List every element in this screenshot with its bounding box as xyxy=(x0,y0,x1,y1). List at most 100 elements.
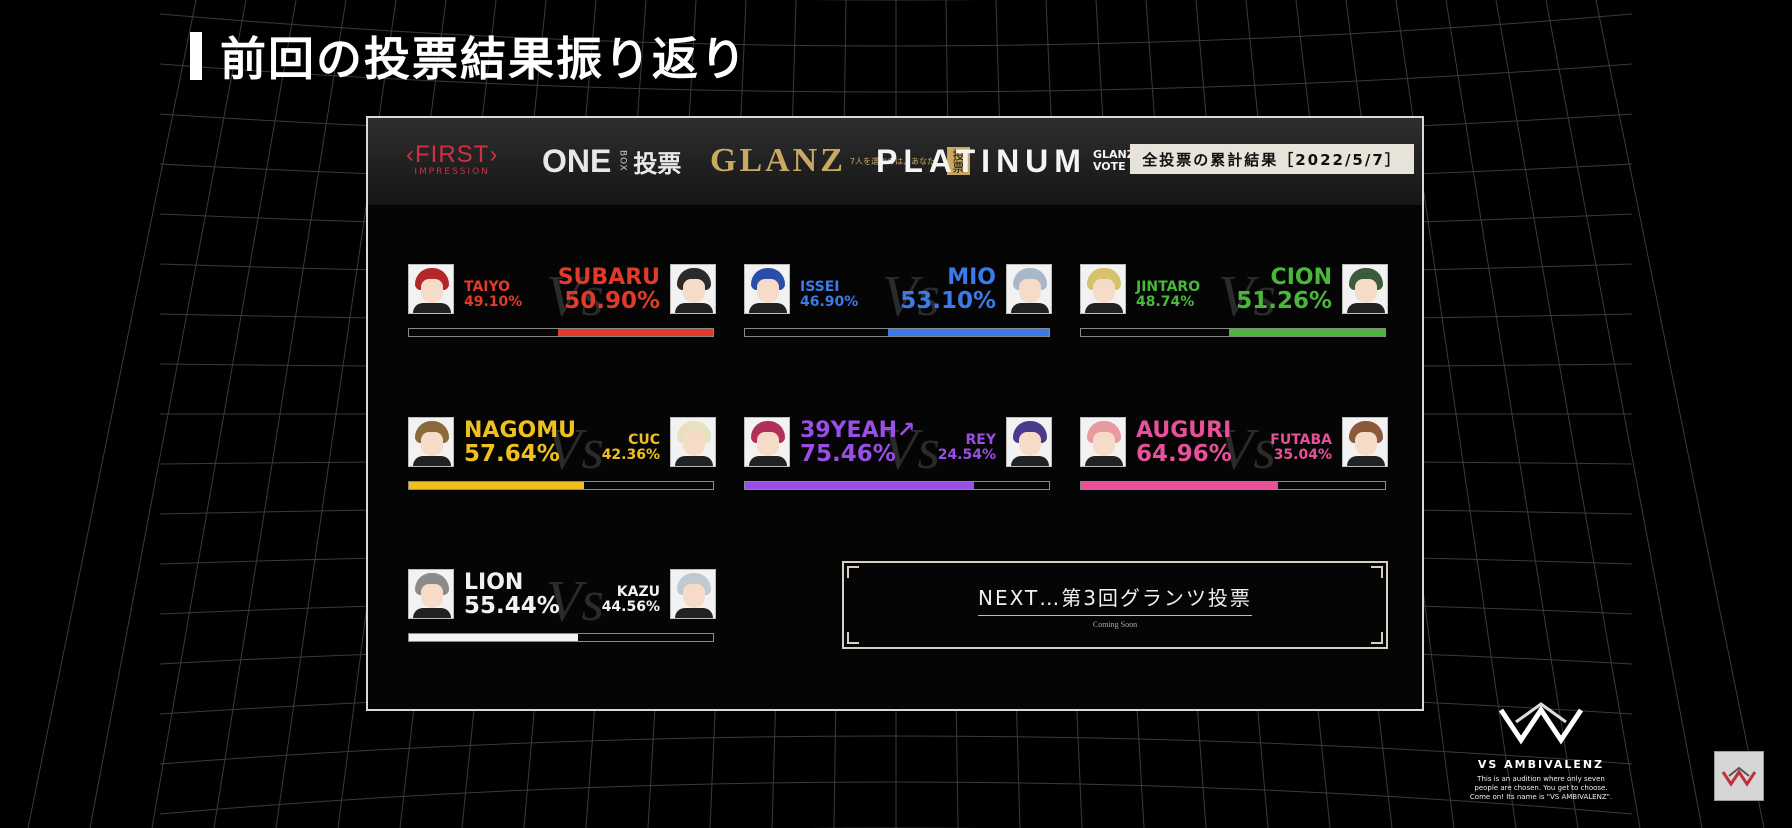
vote-percentage: 24.54% xyxy=(937,446,996,463)
vote-percentage: 51.26% xyxy=(1236,288,1332,315)
vote-percentage: 75.46% xyxy=(800,441,896,468)
contestant-name: AUGURI xyxy=(1136,418,1232,443)
contestant-avatar xyxy=(744,417,790,467)
right-contestant-label: CION 51.26% xyxy=(1236,266,1332,313)
first-impression-logo: ‹FIRST› IMPRESSION xyxy=(406,141,499,178)
vote-share-bar xyxy=(408,481,714,490)
brand-name: VS AMBIVALENZ xyxy=(1477,758,1605,771)
contestant-avatar xyxy=(408,569,454,619)
camera-logo-icon xyxy=(1721,766,1757,787)
contestant-name: FUTABA xyxy=(1270,432,1332,448)
platinum-glanz-vote-logo: PLATINUM GLANZ VOTE xyxy=(876,142,1135,179)
matchup-card: Vs LION 55.44% KAZU 44.56% xyxy=(408,568,716,649)
results-panel: ‹FIRST› IMPRESSION ONE BOX 投票 GLANZ 7人を選… xyxy=(366,116,1424,711)
vote-percentage: 44.56% xyxy=(601,598,660,615)
contestant-name: REY xyxy=(965,432,996,448)
contestant-avatar xyxy=(1006,417,1052,467)
vote-share-fill xyxy=(409,482,585,489)
right-contestant-label: SUBARU 50.90% xyxy=(558,266,660,313)
panel-header: ‹FIRST› IMPRESSION ONE BOX 投票 GLANZ 7人を選… xyxy=(368,118,1422,205)
vote-percentage: 50.90% xyxy=(564,288,660,315)
matchup-card: Vs TAIYO 49.10% SUBARU 50.90% xyxy=(408,263,716,344)
right-contestant-label: MIO 53.10% xyxy=(900,266,996,313)
grid-line-horizontal xyxy=(159,13,1633,47)
contestant-name: CION xyxy=(1270,265,1332,290)
left-contestant-label: 39YEAH↗ 75.46% xyxy=(800,419,915,466)
vote-share-bar xyxy=(408,328,714,337)
left-contestant-label: JINTARO 48.74% xyxy=(1136,280,1200,309)
page-title-area: 前回の投票結果振り返り xyxy=(190,26,748,86)
next-vote-banner: NEXT…第3回グランツ投票 Coming Soon xyxy=(842,561,1388,649)
contestant-name: NAGOMU xyxy=(464,418,576,443)
left-contestant-label: AUGURI 64.96% xyxy=(1136,419,1232,466)
matchup-card: Vs JINTARO 48.74% CION 51.26% xyxy=(1080,263,1388,344)
grid-line-vertical xyxy=(27,0,197,828)
vote-share-fill xyxy=(887,329,1049,336)
next-vote-subtitle: Coming Soon xyxy=(1092,619,1138,629)
vote-percentage: 49.10% xyxy=(464,293,523,310)
contestant-name: JINTARO xyxy=(1136,279,1201,295)
matchup-card: Vs NAGOMU 57.64% CUC 42.36% xyxy=(408,416,716,497)
vote-share-fill xyxy=(745,482,975,489)
vote-share-fill xyxy=(1229,329,1385,336)
contestant-avatar xyxy=(1006,264,1052,314)
contestant-name: MIO xyxy=(947,265,996,290)
left-contestant-label: NAGOMU 57.64% xyxy=(464,419,576,466)
matchup-card: Vs AUGURI 64.96% FUTABA 35.04% xyxy=(1080,416,1388,497)
vote-percentage: 55.44% xyxy=(464,593,560,620)
contestant-avatar xyxy=(408,417,454,467)
contestant-name: LION xyxy=(464,570,524,595)
vs-watermark: Vs xyxy=(1218,263,1276,328)
vs-watermark: Vs xyxy=(546,416,604,481)
vote-percentage: 53.10% xyxy=(900,288,996,315)
left-contestant-label: ISSEI 46.90% xyxy=(800,280,858,309)
left-contestant-label: LION 55.44% xyxy=(464,571,560,618)
vote-share-fill xyxy=(558,329,713,336)
contestant-avatar xyxy=(744,264,790,314)
contestant-name: TAIYO xyxy=(464,279,511,295)
title-accent-bar xyxy=(190,32,202,80)
corner-ornament xyxy=(847,566,859,578)
vote-percentage: 42.36% xyxy=(601,446,660,463)
vote-percentage: 35.04% xyxy=(1273,446,1332,463)
vote-share-bar xyxy=(744,328,1050,337)
right-contestant-label: FUTABA 35.04% xyxy=(1270,433,1332,462)
grid-line-horizontal xyxy=(159,63,1633,93)
contestant-name: SUBARU xyxy=(557,265,660,290)
right-contestant-label: REY 24.54% xyxy=(938,433,996,462)
right-contestant-label: CUC 42.36% xyxy=(602,433,660,462)
vote-share-fill xyxy=(409,634,578,641)
contestant-name: ISSEI xyxy=(800,279,840,295)
left-contestant-label: TAIYO 49.10% xyxy=(464,280,522,309)
corner-ornament xyxy=(1371,632,1383,644)
page-title: 前回の投票結果振り返り xyxy=(220,32,748,86)
contestant-avatar xyxy=(1342,417,1388,467)
vote-share-fill xyxy=(1081,482,1279,489)
cumulative-results-label: 全投票の累計結果［2022/5/7］ xyxy=(1130,144,1414,174)
contestant-avatar xyxy=(1342,264,1388,314)
right-contestant-label: KAZU 44.56% xyxy=(602,585,660,614)
contestant-name: CUC xyxy=(628,432,660,448)
contestant-name: KAZU xyxy=(616,584,660,600)
brand-block: VS AMBIVALENZ This is an audition where … xyxy=(1458,700,1624,802)
vote-share-bar xyxy=(1080,328,1386,337)
grid-line-vertical xyxy=(1595,0,1765,828)
camera-toggle-button[interactable] xyxy=(1714,751,1764,801)
vote-share-bar xyxy=(744,481,1050,490)
vs-watermark: Vs xyxy=(546,568,604,633)
vote-percentage: 46.90% xyxy=(800,293,859,310)
contestant-avatar xyxy=(408,264,454,314)
vs-watermark: Vs xyxy=(882,416,940,481)
grid-line-horizontal xyxy=(159,735,1633,765)
corner-ornament xyxy=(847,632,859,644)
vote-percentage: 57.64% xyxy=(464,441,560,468)
vs-watermark: Vs xyxy=(546,263,604,328)
contestant-avatar xyxy=(670,417,716,467)
matchup-card: Vs ISSEI 46.90% MIO 53.10% xyxy=(744,263,1052,344)
grid-line-horizontal xyxy=(159,781,1633,815)
contestant-avatar xyxy=(1080,417,1126,467)
one-box-vote-logo: ONE BOX 投票 xyxy=(542,142,682,179)
corner-ornament xyxy=(1371,566,1383,578)
contestant-avatar xyxy=(670,569,716,619)
vote-share-bar xyxy=(408,633,714,642)
